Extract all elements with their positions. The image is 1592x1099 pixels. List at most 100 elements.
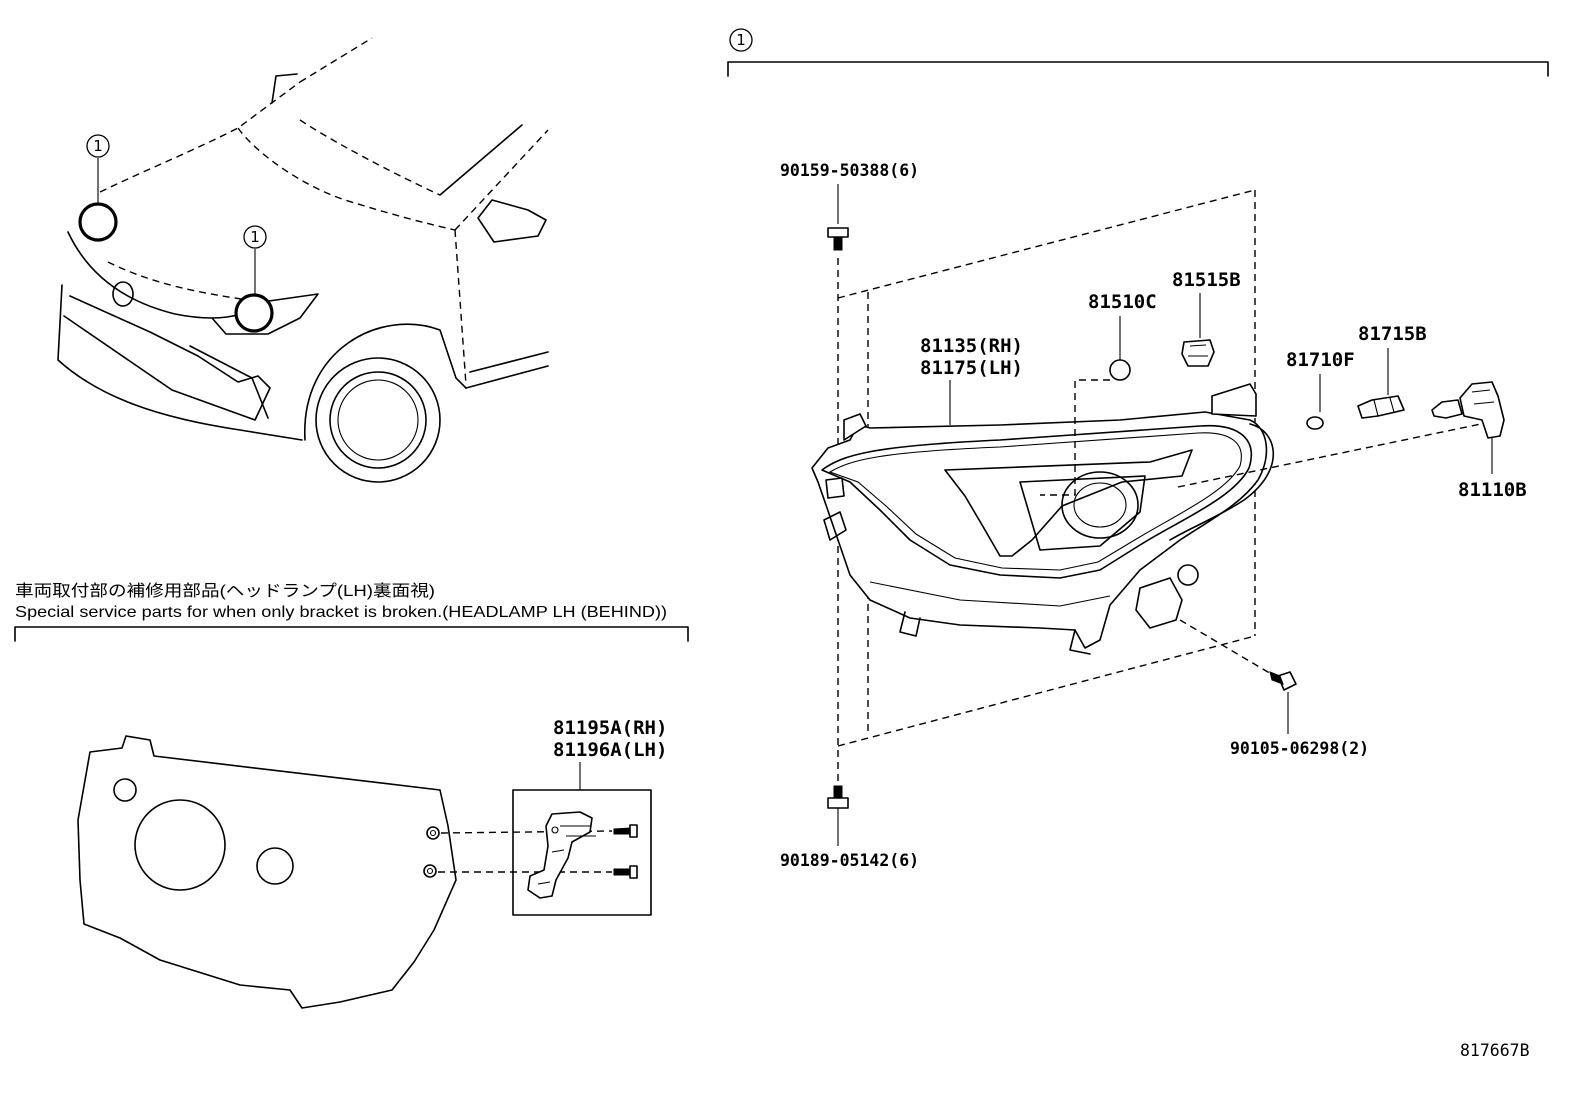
bumper-inner xyxy=(63,295,271,421)
hood-outline xyxy=(99,81,301,193)
bracket-screw-lower-head xyxy=(629,865,638,879)
install-path-bracket-upper xyxy=(440,830,613,834)
fender-line xyxy=(454,229,467,386)
side-detail xyxy=(823,477,847,541)
label-bulb-81110B[interactable]: 81110B xyxy=(1458,479,1527,501)
service-note-ja: 車両取付部の補修用部品(ヘッドランプ(LH)裏面視) xyxy=(15,581,435,600)
projector-lens-inner xyxy=(1073,482,1127,528)
lower-rib xyxy=(869,581,1111,607)
hood-crease xyxy=(237,127,456,231)
label-socket-81515B[interactable]: 81515B xyxy=(1172,269,1241,291)
a-pillar xyxy=(439,124,523,196)
bulb-81110B-glass[interactable] xyxy=(1431,399,1463,419)
bolt-bottom-head[interactable] xyxy=(827,797,849,809)
bracket-screw-upper[interactable] xyxy=(613,827,631,835)
ref-circle-upper xyxy=(86,134,110,158)
wheel-rim xyxy=(337,379,419,461)
service-note-en: Special service parts for when only brac… xyxy=(15,604,667,621)
grille-line xyxy=(107,261,263,303)
bracket-hole-lower-inner xyxy=(426,867,434,875)
front-face xyxy=(67,231,319,335)
bulb-81710F-group: 81710F xyxy=(1286,349,1355,430)
headlamp-rear-outline xyxy=(77,735,457,1009)
label-bolt-top[interactable]: 90159-50388(6) xyxy=(780,161,919,180)
label-bulb-81510C[interactable]: 81510C xyxy=(1088,291,1157,313)
socket-81715B-detail xyxy=(1373,397,1395,417)
section-bracket xyxy=(727,61,1549,77)
envelope-bottom xyxy=(837,635,1256,747)
install-path-rear-bulbs xyxy=(1177,419,1501,488)
install-path-screw-right xyxy=(1179,619,1279,679)
label-bracket-rh[interactable]: 81195A(RH) xyxy=(553,717,667,739)
service-note-section: 車両取付部の補修用部品(ヘッドランプ(LH)裏面視) Special servi… xyxy=(14,581,689,642)
wheel-arch xyxy=(304,323,467,441)
bolt-bottom-group: 90189-05142(6) xyxy=(780,785,919,870)
section-header: 1 xyxy=(727,28,1549,77)
service-note-bracket xyxy=(14,626,689,642)
windshield-top xyxy=(299,37,373,83)
label-headlamp-rh[interactable]: 81135(RH) xyxy=(920,335,1023,357)
bracket-screw-upper-head xyxy=(629,824,638,838)
projector-lens xyxy=(1061,471,1139,539)
label-bolt-bottom[interactable]: 90189-05142(6) xyxy=(780,851,919,870)
bulb-81110B-detail xyxy=(1471,389,1495,405)
figure-id: 817667B xyxy=(1460,1041,1530,1060)
headlamp-location-marker-upper xyxy=(78,202,118,242)
label-screw-right[interactable]: 90105-06298(2) xyxy=(1230,739,1369,758)
lens-bezel-inner xyxy=(828,432,1242,571)
a-pillar-rear xyxy=(454,129,549,231)
bracket-hole-lower xyxy=(423,864,437,878)
antenna-fin xyxy=(271,73,298,104)
upper-mount-tab xyxy=(1211,383,1257,417)
bulb-81510C-group: 81510C xyxy=(1040,291,1157,496)
lower-vent xyxy=(189,345,269,419)
bolt-bottom-shaft xyxy=(833,785,843,799)
headlamp-location-marker-lower xyxy=(234,293,274,333)
label-bulb-81710F[interactable]: 81710F xyxy=(1286,349,1355,371)
lower-mount-right xyxy=(1069,629,1091,655)
label-headlamp-lh[interactable]: 81175(LH) xyxy=(920,357,1023,379)
socket-81715B[interactable] xyxy=(1357,395,1405,419)
bracket-part[interactable] xyxy=(527,811,593,899)
vehicle-front-view: 1 1 xyxy=(57,37,549,483)
bolt-top-head[interactable] xyxy=(827,227,849,238)
side-mirror xyxy=(477,199,547,243)
lower-mount-left xyxy=(899,611,921,637)
windshield-base xyxy=(299,119,441,196)
tire-outer xyxy=(315,357,441,483)
screw-right-group: 90105-06298(2) xyxy=(1179,619,1369,758)
bulb-81710F[interactable] xyxy=(1306,416,1324,430)
socket-81515B-detail xyxy=(1188,344,1208,357)
socket-81515B[interactable] xyxy=(1181,339,1215,367)
screw-right-shaft xyxy=(1269,671,1284,685)
screw-right-head[interactable] xyxy=(1277,671,1297,691)
label-bracket-lh[interactable]: 81196A(LH) xyxy=(553,739,667,761)
headlamp-rear-view xyxy=(77,735,613,1009)
ref-number-upper: 1 xyxy=(93,137,103,155)
rear-view-port-corner xyxy=(113,778,137,802)
bracket-screw-lower[interactable] xyxy=(613,868,631,876)
section-ref-number: 1 xyxy=(736,31,746,49)
reflector xyxy=(1019,475,1146,551)
bracket-part-detail xyxy=(537,825,596,885)
bulb-81110B-base[interactable] xyxy=(1459,381,1505,439)
bracket-part-hole xyxy=(551,826,559,834)
bracket-kit: 81195A(RH) 81196A(LH) xyxy=(512,717,667,916)
rear-connector xyxy=(1135,577,1183,629)
callout-headlamp: 81135(RH) 81175(LH) xyxy=(920,335,1023,425)
socket-81515B-group: 81515B xyxy=(1172,269,1241,367)
bracket-hole-upper-inner xyxy=(429,829,437,837)
rear-view-port-large xyxy=(134,799,226,891)
bulb-81510C[interactable] xyxy=(1109,359,1131,381)
bulb-81110B-group: 81110B xyxy=(1431,381,1527,501)
label-socket-81715B[interactable]: 81715B xyxy=(1358,323,1427,345)
bracket-kit-frame xyxy=(512,789,652,916)
ref-number-lower: 1 xyxy=(250,228,260,246)
section-ref-circle xyxy=(729,28,753,52)
tire-inner xyxy=(329,371,427,469)
adjuster-knob xyxy=(1177,564,1199,586)
install-path-81510C xyxy=(1040,379,1110,496)
rear-view-port-small xyxy=(256,847,294,885)
socket-81715B-group: 81715B xyxy=(1357,323,1427,419)
